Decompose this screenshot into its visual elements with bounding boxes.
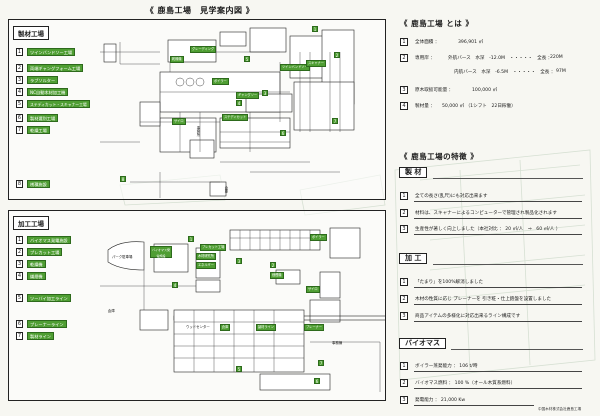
processing-plan-drawing	[100, 227, 385, 392]
processing-map-label: 事務棟	[332, 341, 343, 345]
row-rule	[414, 304, 582, 305]
feature-section-title: バイオマス	[399, 338, 446, 349]
overview-heading: 《 鹿島工場 とは 》	[400, 19, 474, 28]
section-divider	[451, 349, 583, 350]
sawmill-map-number: 5	[244, 56, 250, 62]
processing-map-tag: 製材ライン	[256, 324, 276, 331]
processing-map-label: 倉庫	[108, 309, 115, 313]
row-rule	[414, 321, 582, 322]
row-rule	[414, 201, 582, 202]
row-rule	[414, 371, 582, 372]
sawmill-map-tag: ツインバンドソー	[280, 64, 310, 71]
row-rule	[414, 218, 582, 219]
processing-map-tag: 木材研究所	[196, 253, 216, 260]
processing-map-tag: サイロ	[306, 286, 320, 293]
sawmill-plan-drawing	[100, 27, 355, 198]
processing-map-number: 1	[188, 236, 194, 242]
sawmill-map-number: 7	[332, 118, 338, 124]
processing-map-tag: エネルギー	[196, 262, 216, 269]
sawmill-map-tag: ボイラー	[212, 78, 229, 85]
row-rule	[414, 388, 582, 389]
processing-map-number: 2	[270, 262, 276, 268]
processing-map-tag: 燻煙機	[270, 272, 284, 279]
footer-credit: 中国木材株式会社鹿島工場	[538, 407, 582, 411]
processing-map-number: 3	[236, 258, 242, 264]
sawmill-map-tag: ギャングソー	[236, 92, 260, 99]
sawmill-map-number: 1	[312, 26, 318, 32]
section-divider	[433, 264, 583, 265]
processing-map-label: パーク駐車場	[112, 255, 133, 259]
processing-map-number: 6	[314, 378, 320, 384]
sawmill-map-number: 6	[280, 130, 286, 136]
processing-panel-label: 加工工場	[13, 216, 49, 230]
section-divider	[433, 178, 583, 179]
row-rule	[414, 287, 582, 288]
sawmill-map-tag: グレーディング	[190, 46, 217, 53]
processing-map-tag: プレーナー	[304, 324, 324, 331]
feature-section-title: 製 材	[399, 167, 428, 178]
row-rule	[414, 405, 534, 406]
processing-map-number: 7	[318, 360, 324, 366]
sawmill-map-label: 事務所	[196, 126, 200, 137]
sawmill-map-tag: サイロ	[172, 118, 186, 125]
sawmill-map-number: 8	[120, 176, 126, 182]
sawmill-map-number: 3	[262, 90, 268, 96]
row-rule	[414, 234, 582, 235]
sawmill-map-number: 2	[334, 52, 340, 58]
processing-map-tag: ボイラー	[310, 234, 327, 241]
features-heading: 《 鹿島工場の特徴 》	[400, 152, 479, 161]
sawmill-map-tag: ステディカット	[222, 114, 249, 121]
processing-map-tag: 倉庫	[220, 324, 231, 331]
sawmill-map-number: 4	[236, 100, 242, 106]
feature-section-title: 加 工	[399, 253, 428, 264]
processing-map-tag: プレカット工場	[200, 244, 227, 251]
processing-map-label: ウッドセンター	[186, 325, 210, 329]
page-title: 《 鹿島工場 見学案内図 》	[145, 6, 255, 15]
sawmill-map-label: 倉庫	[224, 186, 228, 193]
sawmill-panel-label: 製材工場	[13, 26, 49, 40]
processing-map-number: 5	[236, 366, 242, 372]
sawmill-map-tag: スキャナー	[306, 60, 326, 67]
processing-map-tag: バイオマス発電施設	[150, 246, 172, 258]
processing-map-number: 4	[172, 282, 178, 288]
sawmill-map-tag: 乾燥機	[170, 56, 184, 63]
